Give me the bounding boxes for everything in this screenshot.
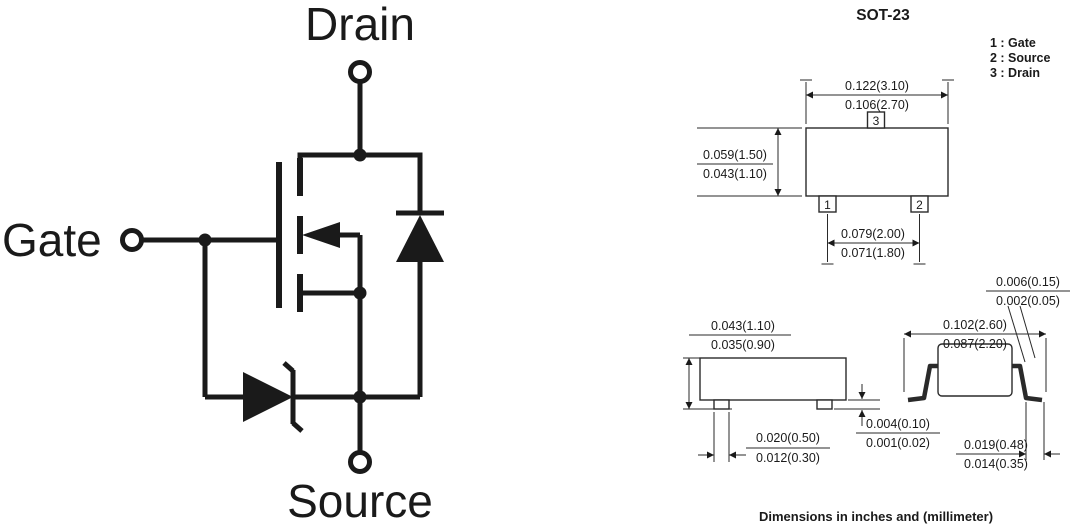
pin1-number: 1 [824,198,831,212]
gate-label: Gate [2,214,102,266]
dim-text-min: 0.002(0.05) [996,294,1060,308]
sot23-drawing: SOT-23 1 : Gate 2 : Source 3 : Drain 3 1… [683,7,1070,524]
gate-node [198,233,212,247]
package-title: SOT-23 [856,7,910,24]
dim-text-min: 0.014(0.35) [964,457,1028,471]
dim-text-max: 0.079(2.00) [841,227,905,241]
dim-text-min: 0.001(0.02) [866,436,930,450]
pin2-number: 2 [916,198,923,212]
body-arrow [302,222,340,248]
dim-lead-width: 0.020(0.50) 0.012(0.30) [698,412,830,465]
gate-terminal [120,228,144,252]
leader-line [1007,305,1026,363]
pin3-pad [866,111,886,129]
pin-legend: 1 : Gate 2 : Source 3 : Drain [990,36,1050,80]
channel-source-node [353,286,367,300]
dim-text-max: 0.059(1.50) [703,148,767,162]
package-body-end-view [937,343,1013,397]
lead-foot-left [713,399,730,410]
dim-body-width: 0.122(3.10) 0.106(2.70) [800,79,954,124]
dim-foot-length: 0.019(0.48) 0.014(0.35) [956,402,1060,471]
dim-text-max: 0.043(1.10) [711,319,775,333]
drain-to-bodydiode-wire [360,152,423,213]
package-body-top-view [805,127,949,197]
dim-body-height: 0.059(1.50) 0.043(1.10) [697,127,802,197]
schematic-wires [141,81,423,453]
gullwing-lead-left [907,363,938,403]
source-label: Source [287,475,433,527]
source-node [353,390,367,404]
top-view: 3 1 2 0.122(3.10) 0.106(2.70) 0.059(1.50… [697,79,954,265]
pin1-pad [818,195,837,213]
legend-pin2: 2 : Source [990,51,1050,65]
zener-triangle [243,372,293,422]
drain-to-channel-wire [297,152,360,162]
package-body-side-view [699,357,847,401]
drain-node [353,148,367,162]
dim-text-max: 0.004(0.10) [866,417,930,431]
pin3-number: 3 [873,114,880,128]
mosfet-schematic: Drain Gate Source [2,0,444,527]
drain-terminal [348,60,372,84]
leader-line [1019,305,1036,359]
dim-pin-pitch: 0.079(2.00) 0.071(1.80) [821,214,926,265]
dim-lead-thickness: 0.006(0.15) 0.002(0.05) [986,275,1070,363]
protection-zener [243,361,304,433]
dim-standoff: 0.004(0.10) 0.001(0.02) [834,384,940,450]
dim-text-min: 0.106(2.70) [845,98,909,112]
gullwing-lead-right [1012,363,1043,403]
zener-bar-tick-top [282,361,295,373]
dimensions-footnote: Dimensions in inches and (millimeter) [759,509,993,524]
legend-pin1: 1 : Gate [990,36,1036,50]
dim-package-height: 0.043(1.10) 0.035(0.90) [683,319,791,410]
junction-dots [198,148,367,404]
dim-text-max: 0.102(2.60) [943,318,1007,332]
dim-text-max: 0.019(0.48) [964,438,1028,452]
mosfet-symbol [276,158,340,312]
dim-text-min: 0.071(1.80) [841,246,905,260]
dim-text-min: 0.035(0.90) [711,338,775,352]
side-view: 0.043(1.10) 0.035(0.90) 0.020(0.50) 0.01… [683,319,940,465]
body-diode [396,210,444,262]
source-terminal [348,450,372,474]
pin2-pad [910,195,929,213]
end-view: 0.102(2.60) 0.087(2.20) 0.006(0.15) 0.00… [903,275,1070,471]
dim-text-min: 0.012(0.30) [756,451,820,465]
dim-text-max: 0.006(0.15) [996,275,1060,289]
zener-bar-tick-bottom [291,421,304,433]
legend-pin3: 3 : Drain [990,66,1040,80]
dim-lead-span: 0.102(2.60) 0.087(2.20) [903,318,1047,392]
lead-foot-right [816,399,833,410]
dim-text-max: 0.122(3.10) [845,79,909,93]
body-diode-triangle [396,215,444,262]
dim-text-min: 0.043(1.10) [703,167,767,181]
dim-text-min: 0.087(2.20) [943,337,1007,351]
drain-label: Drain [305,0,415,50]
dim-text-max: 0.020(0.50) [756,431,820,445]
